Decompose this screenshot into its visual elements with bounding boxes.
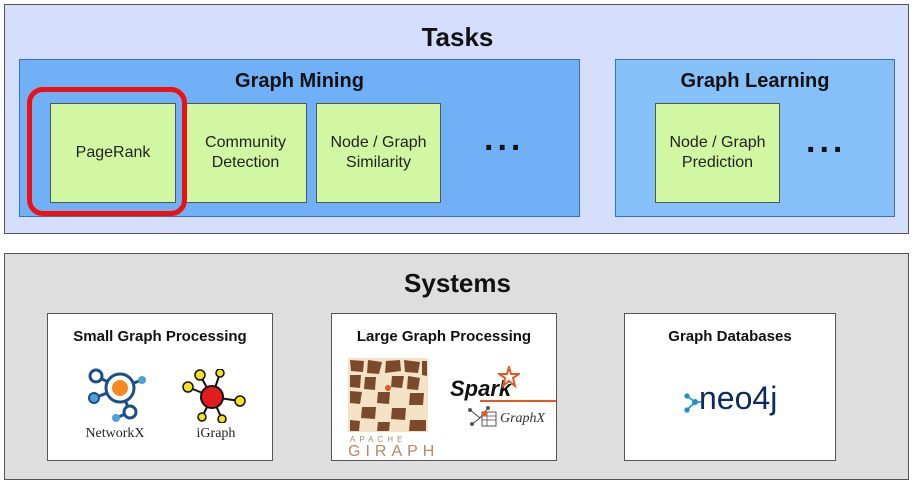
large-graph-processing-title: Large Graph Processing (356, 328, 532, 345)
graph-learning-title: Graph Learning (680, 70, 830, 92)
task-pagerank: PageRank (50, 103, 176, 203)
spark-label: Spark (450, 376, 512, 401)
graph-learning-ellipsis: ... (806, 122, 847, 160)
spark-underline (480, 400, 556, 402)
small-graph-processing-title: Small Graph Processing (73, 328, 247, 345)
neo4j-logo-icon (684, 393, 701, 413)
networkx-label: NetworkX (85, 426, 145, 441)
graphx-label: GraphX (500, 411, 546, 426)
task-community-detection: Community Detection (184, 103, 307, 203)
graph-databases-title: Graph Databases (668, 328, 792, 345)
task-node-graph-similarity: Node / Graph Similarity (316, 103, 441, 203)
pagerank-highlight (27, 87, 187, 216)
giraph-label: GIRAPH (348, 443, 440, 460)
networkx-logo-icon (88, 368, 146, 422)
graph-databases-box: Graph Databases neo4j (624, 313, 836, 461)
igraph-label: iGraph (196, 426, 236, 441)
graph-mining-ellipsis: ... (484, 120, 525, 158)
graphx-network-icon (468, 406, 497, 427)
giraph-logo-icon (348, 358, 428, 432)
neo4j-label: neo4j (699, 380, 778, 416)
large-graph-processing-box: Large Graph Processing APACHE GIRAPH Spa… (331, 313, 557, 461)
spark-star-icon (498, 366, 520, 388)
tasks-title: Tasks (421, 22, 494, 52)
small-graph-processing-box: Small Graph Processing NetworkX (47, 313, 273, 461)
igraph-logo-icon (182, 369, 246, 423)
systems-title: Systems (404, 268, 511, 298)
giraph-apache-label: APACHE (350, 435, 407, 444)
graph-mining-title: Graph Mining (235, 70, 364, 92)
task-node-graph-prediction: Node / Graph Prediction (655, 103, 780, 203)
